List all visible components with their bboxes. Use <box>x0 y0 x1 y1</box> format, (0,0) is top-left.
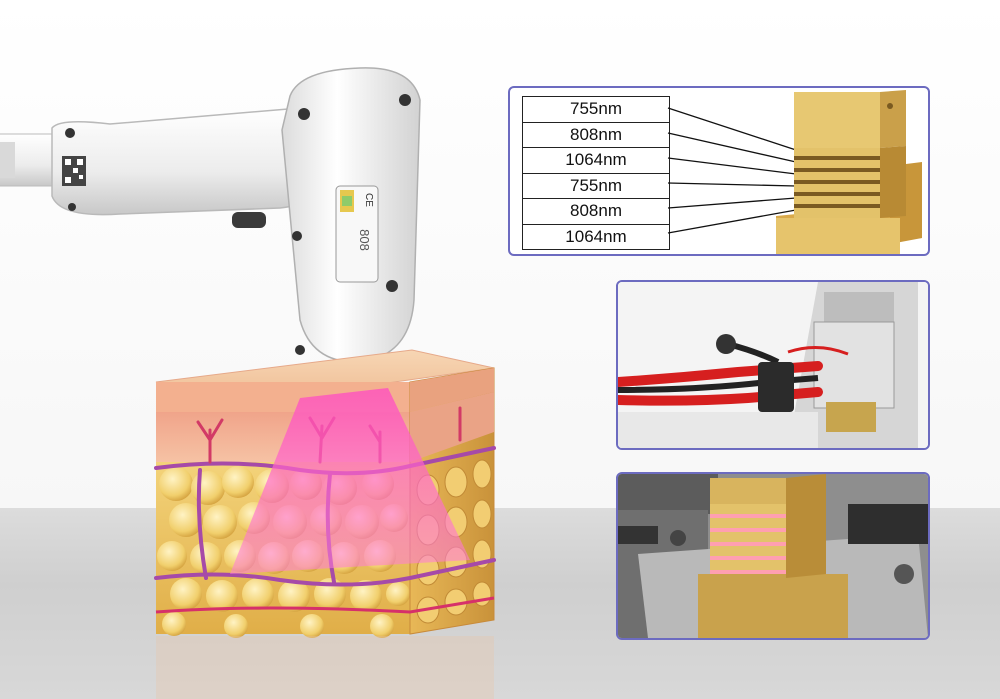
wavelength-label-4: 755nm <box>523 174 669 199</box>
wavelength-label-1: 755nm <box>523 97 669 123</box>
device-illustration: CE 808 <box>0 67 496 699</box>
handpiece: CE 808 <box>51 67 421 394</box>
wavelength-label-2: 808nm <box>523 123 669 148</box>
stack-photo-illustration <box>618 474 928 638</box>
wavelength-label-5: 808nm <box>523 199 669 225</box>
cable <box>0 133 61 187</box>
wavelength-label-table: 755nm 808nm 1064nm 755nm 808nm 1064nm <box>522 96 670 250</box>
laser-beam <box>230 388 470 574</box>
cable-connection-photo <box>616 280 930 450</box>
skin-cube <box>154 349 496 699</box>
wavelength-stack-panel: 755nm 808nm 1064nm 755nm 808nm 1064nm <box>508 86 930 256</box>
laser-bar-stack <box>667 90 922 254</box>
wavelength-label-6: 1064nm <box>565 226 627 246</box>
wavelength-label-3: 1064nm <box>523 148 669 174</box>
laser-stack-photo <box>616 472 930 640</box>
wavelength-window-label: 808 <box>357 229 372 251</box>
ce-mark: CE <box>363 193 374 207</box>
cable-photo-illustration <box>618 282 928 448</box>
